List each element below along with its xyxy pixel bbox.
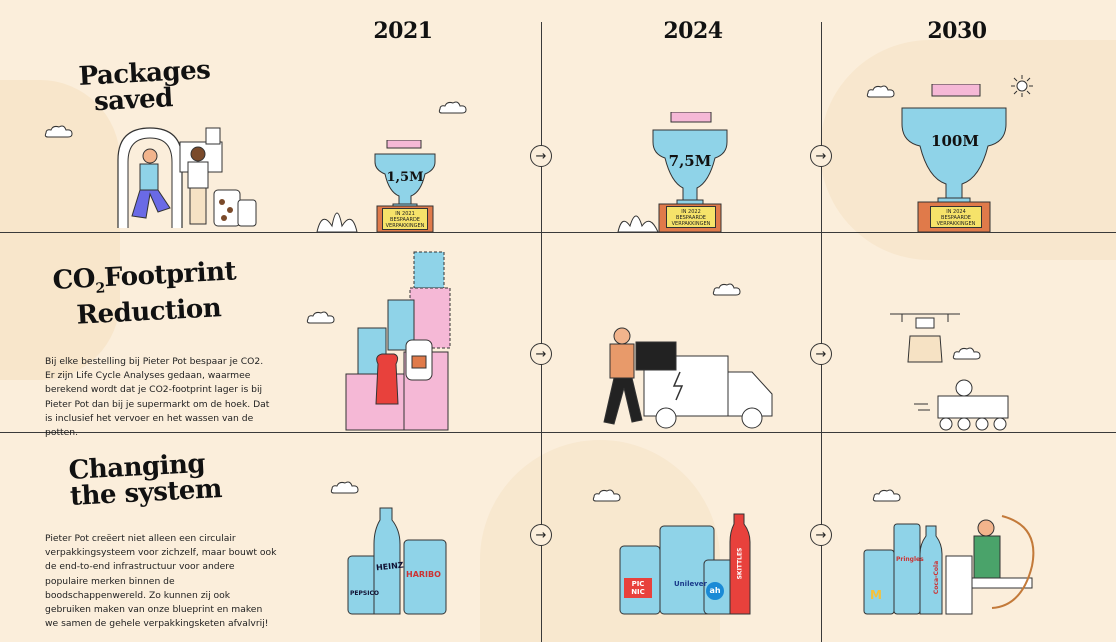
trophy-plaque-2021: IN 2021 BESPAARDE VERPAKKINGEN — [382, 208, 428, 230]
trophy-value-2030: 100M — [931, 132, 979, 150]
heading-packages-saved: Packages saved — [77, 55, 212, 118]
delivery-truck-illustration — [603, 327, 773, 429]
arrow-right-icon: → — [810, 343, 832, 365]
year-2024: 2024 — [663, 18, 723, 44]
brand-unilever: Unilever — [674, 580, 707, 588]
brand-cocacola: Coca-Cola — [933, 560, 941, 595]
cloud-icon — [44, 125, 73, 138]
trophy-value-2024: 7,5M — [668, 152, 712, 170]
plant-icon — [617, 215, 659, 232]
people-with-jars-illustration — [117, 127, 257, 228]
sun-icon — [1011, 75, 1033, 97]
brand-picnic: PIC NIC — [624, 578, 652, 598]
arrow-right-icon: → — [530, 524, 552, 546]
trophy-plaque-2030: IN 2024 BESPAARDE VERPAKKINGEN — [930, 206, 982, 228]
row-divider — [0, 232, 1116, 233]
branded-jars-illustration — [347, 507, 447, 615]
cloud-icon — [872, 489, 901, 502]
brand-ah: ah — [706, 582, 724, 600]
trophy-value-2021: 1,5M — [386, 170, 424, 185]
brand-pepsico: PEPSICO — [350, 590, 379, 597]
heading-co2-reduction: CO2Footprint Reduction — [51, 256, 237, 331]
column-divider — [541, 22, 542, 642]
cloud-icon — [306, 311, 335, 324]
arrow-right-icon: → — [810, 524, 832, 546]
co2-description: Bij elke bestelling bij Pieter Pot bespa… — [45, 356, 270, 439]
arrow-right-icon: → — [810, 145, 832, 167]
cloud-icon — [866, 85, 895, 98]
arrow-right-icon: → — [530, 145, 552, 167]
brand-skittles: SKITTLES — [736, 547, 744, 580]
drone-delivery-illustration — [890, 313, 960, 363]
cloud-icon — [330, 481, 359, 494]
column-divider — [821, 22, 822, 642]
machine-with-worker-illustration — [863, 515, 1035, 615]
row-divider — [0, 432, 1116, 433]
cloud-icon — [592, 489, 621, 502]
brand-pringles: Pringles — [896, 556, 924, 563]
plant-icon — [316, 212, 358, 232]
cloud-icon — [952, 347, 981, 360]
brand-mcdonalds: M — [870, 588, 882, 602]
arrow-right-icon: → — [530, 343, 552, 365]
year-2021: 2021 — [373, 18, 433, 44]
year-2030: 2030 — [927, 18, 987, 44]
cloud-icon — [438, 101, 467, 114]
delivery-robot-illustration — [914, 379, 1009, 431]
brand-haribo: HARIBO — [406, 570, 441, 579]
trophy-plaque-2024: IN 2022 BESPAARDE VERPAKKINGEN — [666, 206, 716, 228]
stacked-packaging-illustration — [345, 251, 451, 431]
system-description: Pieter Pot creëert niet alleen een circu… — [45, 533, 277, 630]
cloud-icon — [712, 283, 741, 296]
heading-changing-system: Changing the system — [67, 448, 223, 512]
